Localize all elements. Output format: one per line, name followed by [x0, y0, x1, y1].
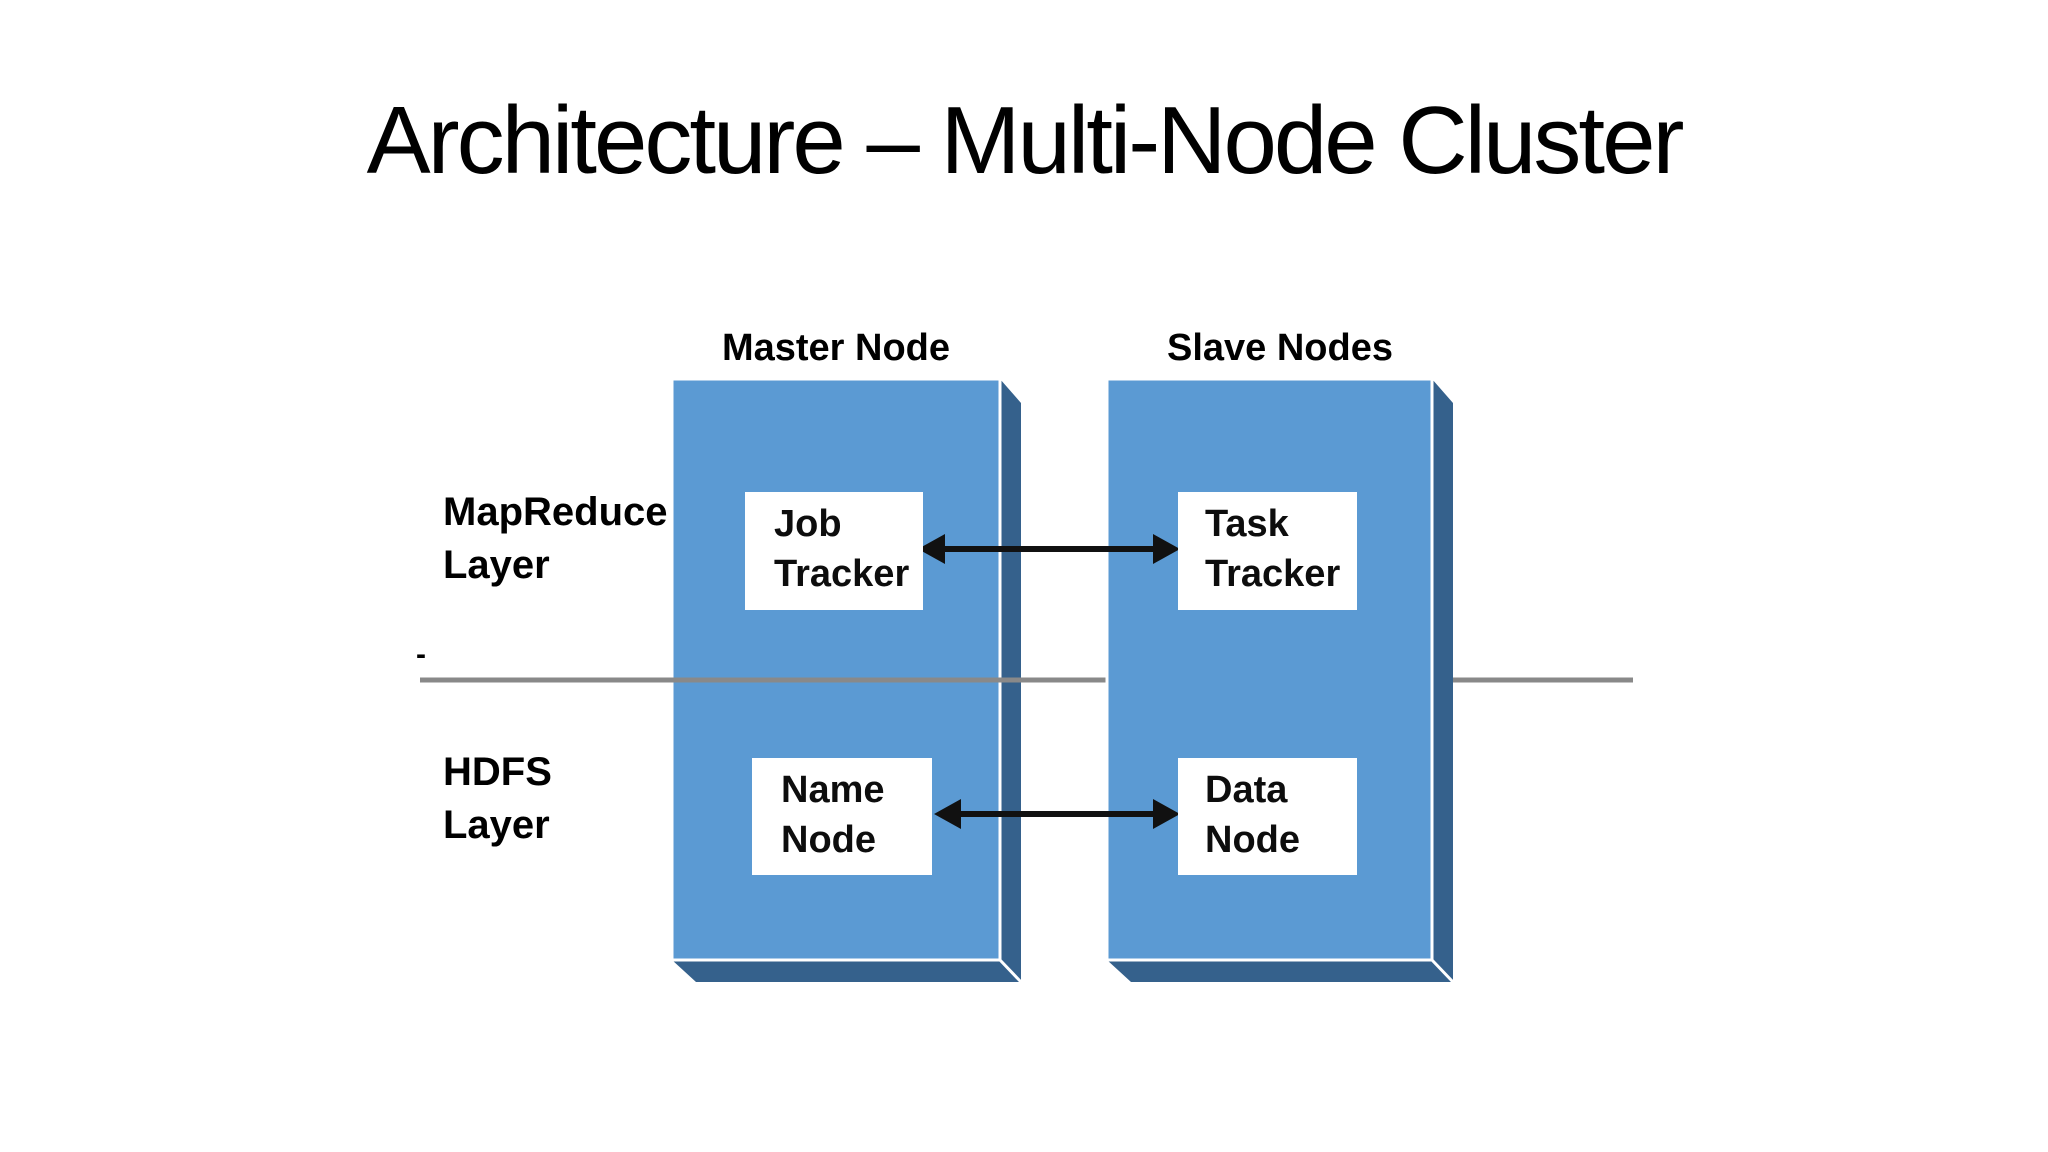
namenode-datanode-arrow — [934, 799, 1180, 829]
name-node-box: Name Node — [752, 758, 932, 875]
task-tracker-box: Task Tracker — [1178, 492, 1357, 610]
slide-title: Architecture – Multi-Node Cluster — [366, 87, 1685, 194]
master-slab-corner-highlight — [998, 958, 1023, 984]
hdfs-layer-label: HDFS Layer — [443, 750, 552, 847]
arrow-head-right-icon — [1153, 534, 1180, 564]
job-tracker-box: Job Tracker — [745, 492, 923, 610]
slave-node-slab — [1105, 377, 1455, 984]
arrow-head-left-icon — [918, 534, 945, 564]
slave-slab-corner-highlight — [1430, 958, 1455, 984]
arrow-head-right-icon — [1153, 799, 1180, 829]
mapreduce-layer-label: MapReduce Layer — [443, 490, 668, 587]
divider-dash: - — [416, 638, 426, 671]
data-node-box: Data Node — [1178, 758, 1357, 875]
arrow-head-left-icon — [934, 799, 961, 829]
master-node-label: Master Node — [721, 327, 951, 369]
jobtracker-tasktracker-arrow — [918, 534, 1180, 564]
slave-nodes-label: Slave Nodes — [1167, 327, 1393, 369]
